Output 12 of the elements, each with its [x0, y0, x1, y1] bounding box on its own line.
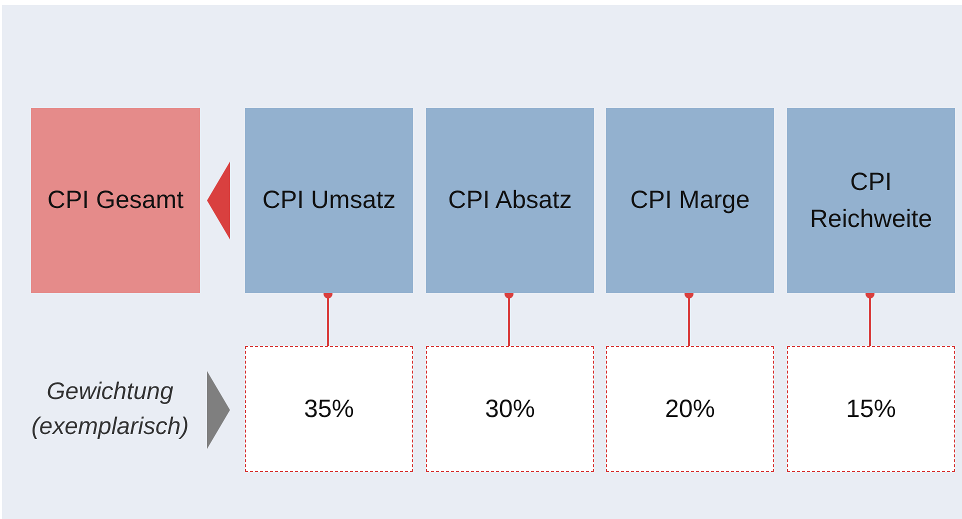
value-box: 35% [245, 346, 413, 472]
kpi-box: CPI Absatz [426, 108, 594, 293]
value-box: 15% [787, 346, 955, 472]
value-box: 30% [426, 346, 594, 472]
value-box: 20% [606, 346, 774, 472]
kpi-box: CPI Reichweite [787, 108, 955, 293]
chevron-arrow [207, 162, 230, 240]
chevron-arrow [207, 371, 230, 449]
summary-box: CPI Gesamt [31, 108, 200, 293]
kpi-box: CPI Umsatz [245, 108, 413, 293]
kpi-box: CPI Marge [606, 108, 774, 293]
row-label: Gewichtung (exemplarisch) [30, 377, 190, 442]
